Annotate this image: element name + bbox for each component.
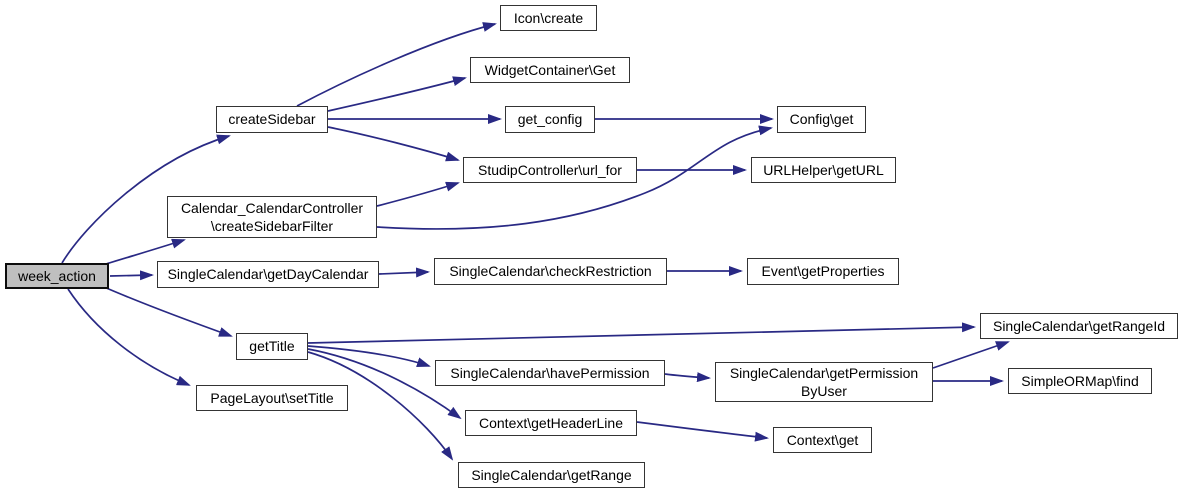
- graph-node-context-get[interactable]: Context\get: [773, 427, 872, 453]
- edge-get-title-have-permission: [307, 345, 431, 367]
- graph-node-get-range-id[interactable]: SingleCalendar\getRangeId: [980, 313, 1178, 339]
- edge-week-action-create-sidebar-filter: [105, 238, 186, 265]
- graph-node-event-get-properties[interactable]: Event\getProperties: [747, 258, 899, 285]
- edge-week-action-create-sidebar: [61, 134, 231, 264]
- edge-create-sidebar-widget-container-get: [327, 76, 467, 112]
- graph-node-set-title[interactable]: PageLayout\setTitle: [196, 385, 348, 411]
- graph-node-have-permission[interactable]: SingleCalendar\havePermission: [435, 360, 665, 386]
- edge-get-permission-by-user-get-range-id: [932, 341, 1010, 369]
- edge-get-header-line-context-get: [636, 421, 769, 442]
- graph-node-get-day-calendar[interactable]: SingleCalendar\getDayCalendar: [157, 261, 379, 288]
- graph-node-url-helper-get-url[interactable]: URLHelper\getURL: [751, 157, 896, 183]
- edge-get-title-get-range-id: [307, 322, 976, 344]
- edge-have-permission-get-permission-by-user: [664, 372, 711, 383]
- graph-node-get-permission-by-user[interactable]: SingleCalendar\getPermission ByUser: [715, 362, 933, 402]
- graph-node-week-action: week_action: [5, 263, 109, 289]
- edge-create-sidebar-filter-config-get: [376, 125, 773, 230]
- graph-node-get-header-line[interactable]: Context\getHeaderLine: [465, 410, 637, 436]
- edge-create-sidebar-filter-url-for: [376, 181, 460, 207]
- graph-node-get-title[interactable]: getTitle: [236, 333, 308, 360]
- graph-node-get-range[interactable]: SingleCalendar\getRange: [458, 462, 645, 488]
- graph-node-widget-container-get[interactable]: WidgetContainer\Get: [470, 57, 630, 83]
- edge-week-action-get-day-calendar: [109, 270, 154, 281]
- edge-get-day-calendar-check-restriction: [378, 267, 430, 278]
- graph-node-icon-create[interactable]: Icon\create: [500, 5, 597, 31]
- edge-create-sidebar-icon-create: [296, 22, 497, 107]
- edge-get-title-get-header-line: [307, 348, 462, 420]
- graph-node-create-sidebar-filter[interactable]: Calendar_CalendarController \createSideb…: [167, 196, 377, 238]
- edge-week-action-set-title: [67, 288, 191, 386]
- edge-create-sidebar-url-for: [327, 126, 460, 162]
- graph-node-config-get[interactable]: Config\get: [777, 106, 866, 133]
- edge-get-title-get-range: [307, 351, 454, 461]
- graph-node-check-restriction[interactable]: SingleCalendar\checkRestriction: [434, 258, 667, 285]
- edge-week-action-get-title: [103, 286, 233, 337]
- graph-node-url-for[interactable]: StudipController\url_for: [463, 157, 637, 183]
- graph-node-get-config[interactable]: get_config: [505, 106, 595, 133]
- graph-node-simple-ormap-find[interactable]: SimpleORMap\find: [1008, 368, 1152, 394]
- graph-node-create-sidebar[interactable]: createSidebar: [216, 106, 328, 133]
